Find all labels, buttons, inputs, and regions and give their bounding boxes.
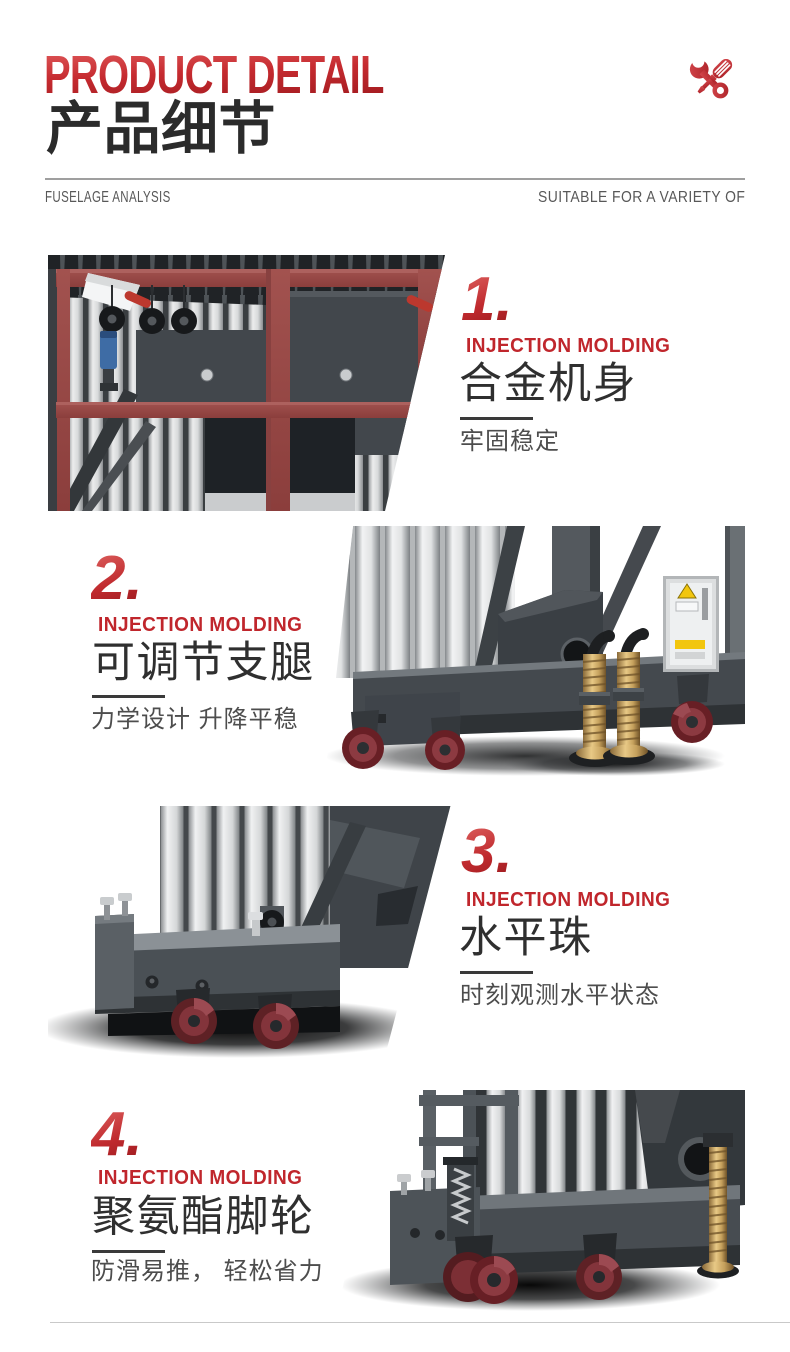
section4-heading: 聚氨酯脚轮: [92, 1193, 315, 1241]
section3-photo-level-bead: [48, 800, 452, 1060]
wrench-screwdriver-icon: [689, 59, 733, 99]
section4-caption: 防滑易推， 轻松省力: [91, 1258, 324, 1285]
section2-caption: 力学设计 升降平稳: [91, 706, 299, 733]
section4-divider: [92, 1250, 165, 1253]
section4-eyebrow: INJECTION MOLDING: [98, 1167, 303, 1189]
section4-photo-casters: [335, 1085, 745, 1352]
page-title-zh: 产品细节: [46, 97, 276, 161]
tagline-right: SUITABLE FOR A VARIETY OF: [537, 189, 745, 206]
section2-heading: 可调节支腿: [92, 639, 315, 687]
bottom-divider: [50, 1322, 790, 1323]
section3-caption: 时刻观测水平状态: [460, 982, 660, 1009]
section4-number: 4.: [91, 1100, 143, 1169]
section2-photo-outriggers: [325, 526, 745, 776]
tagline-left: FUSELAGE ANALYSIS: [45, 189, 171, 206]
section1-photo-alloy-body: [48, 255, 445, 511]
section2-number: 2.: [91, 544, 143, 613]
page-title-en: PRODUCT DETAIL: [44, 45, 384, 105]
section1-caption: 牢固稳定: [460, 428, 560, 455]
section3-eyebrow: INJECTION MOLDING: [466, 889, 671, 911]
section2-eyebrow: INJECTION MOLDING: [98, 614, 303, 636]
section3-heading: 水平珠: [459, 914, 593, 962]
section3-divider: [460, 971, 533, 974]
section3-number: 3.: [461, 817, 513, 886]
section1-eyebrow: INJECTION MOLDING: [466, 335, 671, 357]
header-divider: [45, 178, 745, 180]
section1-divider: [460, 417, 533, 420]
section1-number: 1.: [461, 265, 513, 334]
section1-heading: 合金机身: [459, 360, 637, 408]
section2-divider: [92, 695, 165, 698]
